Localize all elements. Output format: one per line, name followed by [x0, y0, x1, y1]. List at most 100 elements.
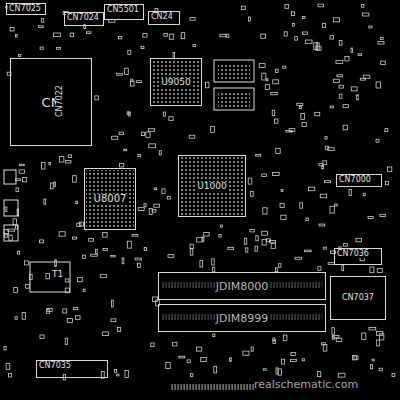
smd-part [4, 230, 8, 235]
smd-part [316, 46, 321, 50]
smd-part [179, 356, 185, 358]
smd-part [190, 249, 193, 255]
smd-part [95, 96, 99, 100]
smd-part [335, 204, 338, 206]
smd-part [44, 199, 46, 204]
smd-part [262, 239, 266, 245]
smd-part [190, 17, 195, 20]
smd-part [332, 337, 334, 339]
smd-part [351, 87, 357, 91]
smd-part [132, 234, 138, 236]
smd-part [387, 167, 391, 171]
smd-part [4, 347, 6, 350]
smd-part [173, 342, 177, 346]
smd-part [318, 372, 321, 377]
smd-part [141, 46, 144, 48]
smd-part [95, 249, 97, 253]
part-label: CN7025 [8, 5, 42, 13]
smd-part [100, 275, 106, 278]
smd-part [154, 188, 157, 190]
smd-part [76, 201, 78, 204]
smd-part [378, 41, 384, 44]
smd-part [213, 334, 215, 337]
smd-part [302, 32, 307, 34]
smd-part [151, 343, 154, 347]
smd-part [295, 257, 301, 259]
smd-part [46, 273, 50, 278]
smd-part [119, 163, 123, 166]
smd-part [248, 17, 250, 21]
smd-part [364, 75, 370, 78]
smd-part [325, 146, 329, 149]
chip-outline: U9050 [150, 58, 202, 106]
smd-part [138, 154, 141, 156]
smd-part [354, 356, 358, 359]
smd-part [262, 73, 266, 80]
smd-part [251, 347, 253, 351]
smd-part [256, 154, 261, 156]
smd-part [9, 235, 12, 240]
smd-part [5, 233, 8, 237]
smd-part [241, 6, 245, 9]
smd-part [266, 239, 270, 242]
part-label: U9050 [160, 78, 192, 87]
chip-outline: JDIM8999 [158, 304, 326, 332]
connector-outline: CN5501 [104, 4, 144, 20]
smd-part [272, 172, 279, 175]
smd-part [17, 251, 19, 254]
smd-part [204, 232, 209, 236]
smd-part [159, 151, 161, 155]
smd-part [53, 33, 60, 37]
smd-part [376, 331, 382, 335]
smd-part [279, 264, 281, 268]
smd-part [168, 255, 174, 258]
chip-outline: CNCN7022 [10, 58, 92, 146]
smd-part [291, 12, 294, 16]
smd-part [291, 352, 295, 355]
smd-part [197, 238, 203, 242]
smd-part [206, 82, 209, 87]
smd-part [334, 79, 340, 82]
smd-part [40, 47, 43, 49]
smd-part [15, 317, 17, 320]
smd-part [284, 32, 287, 36]
smd-part [125, 371, 128, 378]
connector-outline: CN7024 [64, 12, 104, 26]
smd-part [262, 231, 268, 235]
part-label: CN7036 [336, 250, 370, 258]
smd-part [111, 300, 113, 307]
smd-part [245, 238, 247, 244]
smd-part [322, 23, 325, 27]
smd-part [315, 112, 320, 115]
connector-outline: CN24 [148, 11, 180, 25]
smd-part [324, 181, 330, 183]
smd-part [22, 313, 25, 320]
smd-part [169, 117, 173, 121]
smd-part [122, 258, 124, 264]
smd-part [379, 368, 382, 371]
smd-part [124, 149, 127, 151]
smd-part [333, 18, 339, 22]
smd-part [167, 196, 170, 199]
chip-outline: U8007 [84, 168, 136, 230]
smd-part [193, 45, 196, 47]
smd-part [381, 61, 386, 64]
part-label: U1000 [196, 182, 228, 191]
smd-part [19, 164, 24, 166]
smd-part [295, 37, 298, 40]
smd-part [276, 368, 278, 374]
smd-part [261, 34, 266, 38]
smd-part [47, 309, 52, 312]
smd-part [57, 48, 61, 50]
smd-part [16, 34, 18, 36]
part-label: CN7000 [338, 176, 372, 184]
smd-part [343, 105, 348, 108]
smd-part [65, 279, 69, 282]
smd-part [250, 192, 253, 197]
smd-part [369, 328, 376, 330]
smd-part [83, 289, 85, 291]
smd-part [16, 188, 19, 192]
